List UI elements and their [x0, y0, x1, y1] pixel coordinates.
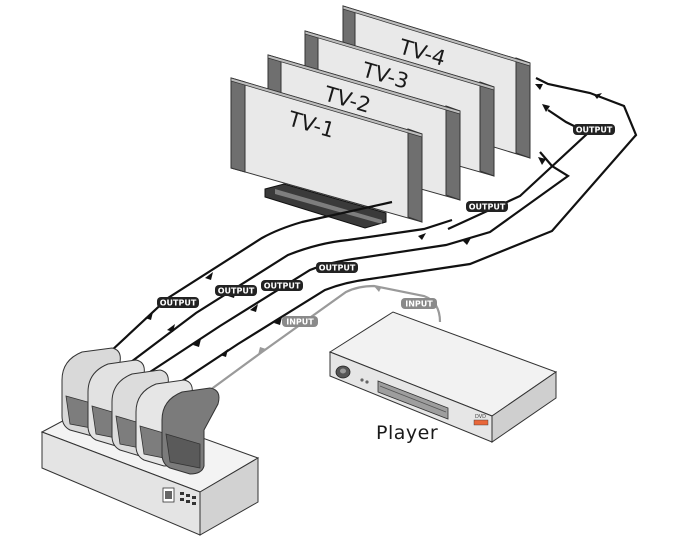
cable-output-tv1	[109, 200, 393, 353]
power-knob-icon	[335, 365, 351, 379]
svg-text:DVD: DVD	[475, 414, 486, 420]
power-switch-icon	[162, 487, 175, 503]
input-arrows	[258, 285, 381, 355]
svg-text:OUTPUT: OUTPUT	[469, 203, 506, 212]
tag-output-4: OUTPUT	[316, 262, 358, 273]
plug-5	[161, 387, 220, 475]
cable-output-tv3	[149, 151, 570, 373]
svg-text:INPUT: INPUT	[405, 300, 433, 309]
svg-text:OUTPUT: OUTPUT	[264, 282, 301, 291]
svg-text:OUTPUT: OUTPUT	[160, 299, 197, 308]
player-label: Player	[376, 422, 438, 444]
tag-input-2: INPUT	[401, 298, 437, 309]
svg-text:OUTPUT: OUTPUT	[576, 126, 613, 135]
tag-output-6: OUTPUT	[573, 124, 615, 135]
tag-output-5: OUTPUT	[466, 201, 508, 212]
tv-1: TV-1	[230, 77, 423, 229]
tag-input-1: INPUT	[282, 316, 318, 327]
dvd-player: DVD	[328, 311, 558, 443]
dvd-badge: DVD	[473, 414, 489, 426]
tag-output-3: OUTPUT	[261, 280, 303, 291]
cable-output-tv4	[175, 77, 638, 386]
disc-tray	[377, 380, 449, 420]
tag-output-2: OUTPUT	[215, 285, 257, 296]
svg-text:OUTPUT: OUTPUT	[218, 287, 255, 296]
control-buttons	[360, 378, 369, 384]
splitter-port-markings	[180, 492, 196, 505]
cable-output-tv2	[130, 218, 453, 363]
tag-output-1: OUTPUT	[157, 297, 199, 308]
svg-text:INPUT: INPUT	[286, 318, 314, 327]
svg-text:OUTPUT: OUTPUT	[319, 264, 356, 273]
